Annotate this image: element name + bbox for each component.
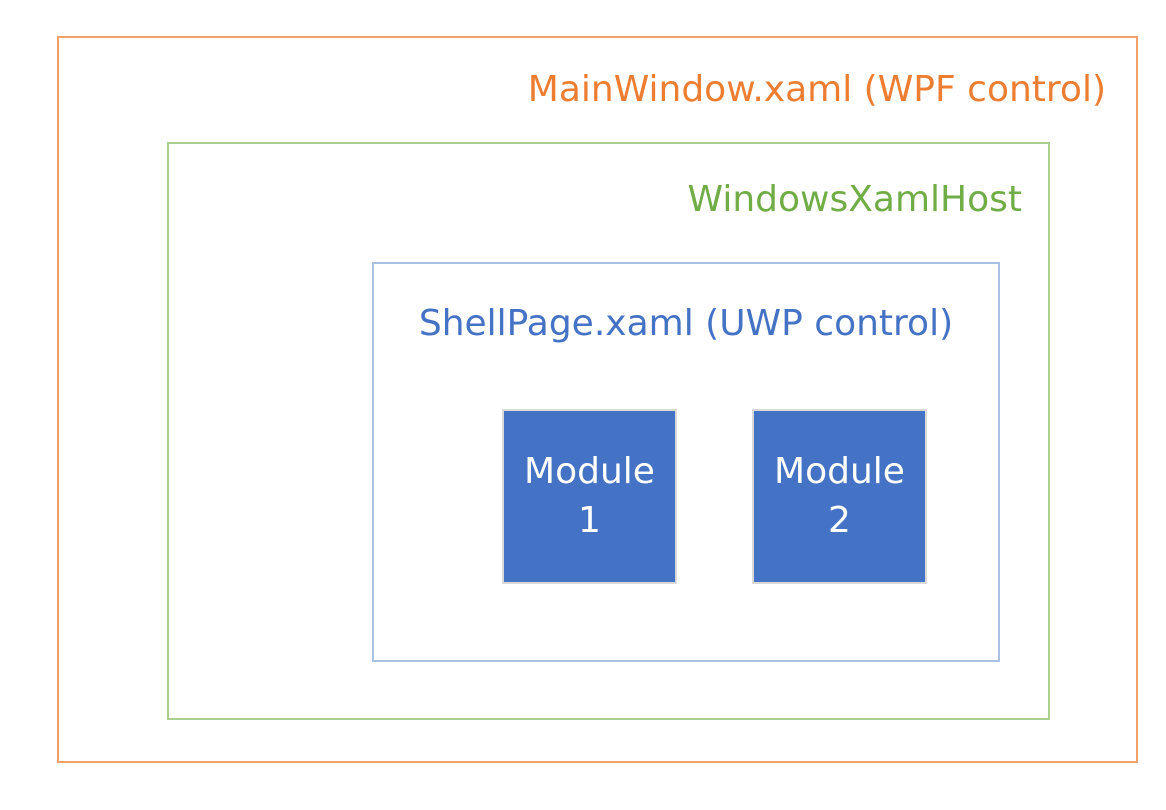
- main-window-label: MainWindow.xaml (WPF control): [527, 69, 1106, 110]
- shell-page-box: ShellPage.xaml (UWP control) Module 1 Mo…: [372, 262, 1000, 662]
- shell-page-label: ShellPage.xaml (UWP control): [418, 303, 954, 344]
- module-1-box: Module 1: [502, 409, 677, 584]
- module-2-label: Module 2: [774, 450, 905, 541]
- main-window-box: MainWindow.xaml (WPF control) WindowsXam…: [57, 36, 1138, 763]
- module-1-label: Module 1: [524, 450, 655, 541]
- xaml-host-box: WindowsXamlHost ShellPage.xaml (UWP cont…: [167, 142, 1050, 720]
- xaml-host-label: WindowsXamlHost: [687, 179, 1022, 220]
- module-2-box: Module 2: [752, 409, 927, 584]
